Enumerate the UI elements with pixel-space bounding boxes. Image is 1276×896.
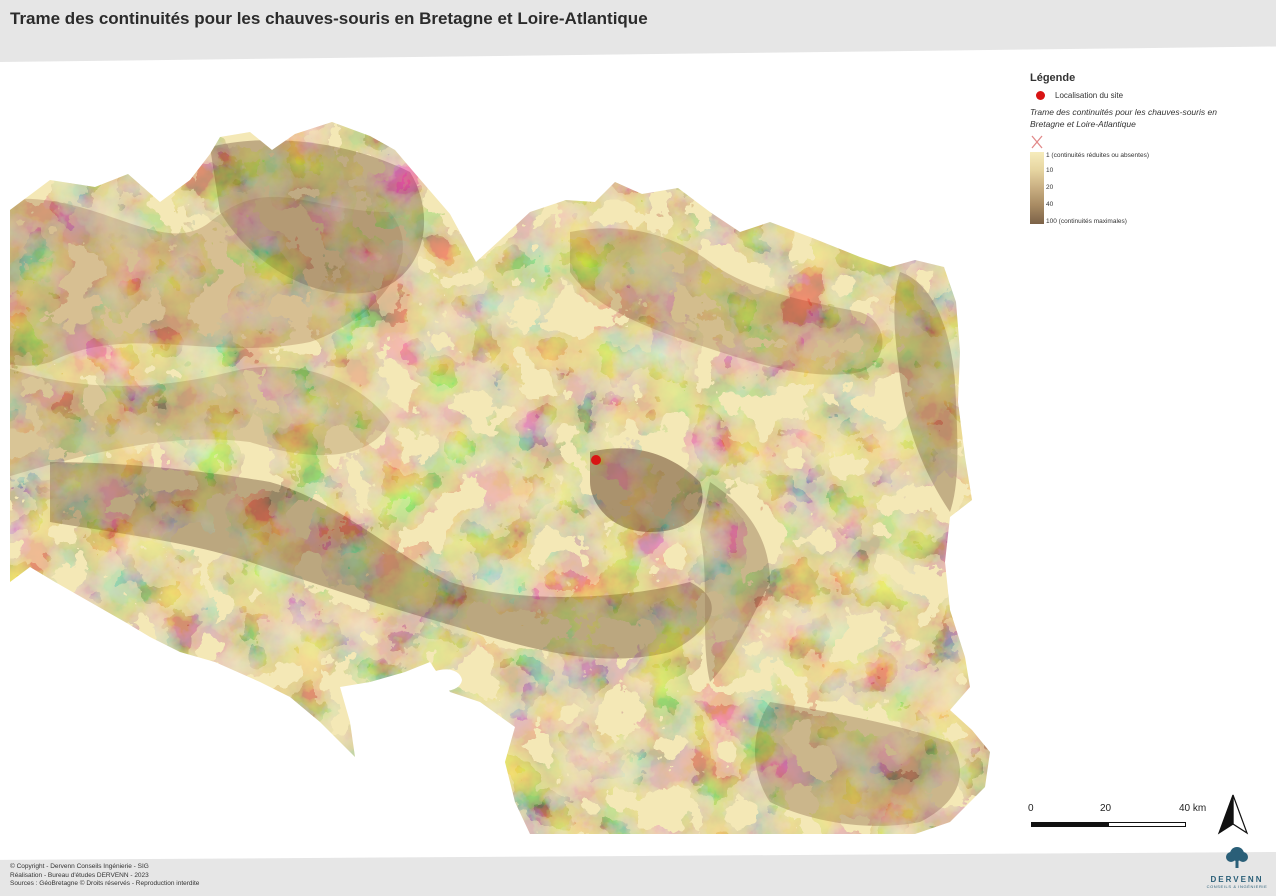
scale-tick-0: 0 [1028,803,1034,814]
scale-bar-graphic [1031,822,1186,827]
site-marker[interactable] [591,455,601,465]
logo-subtitle: CONSEILS & INGÉNIERIE [1206,884,1268,889]
footer-sources: Sources : GéoBretagne © Droits réservés … [10,880,200,887]
scale-tick-40: 40 km [1179,803,1207,814]
map-canvas[interactable] [10,62,1020,842]
north-arrow-icon [1217,794,1249,835]
footer-bar [0,852,1276,896]
footer-copyright: © Copyright - Dervenn Conseils Ingénieri… [10,863,149,870]
ramp-label-1: 1 (continuités réduites ou absentes) [1046,152,1149,159]
legend-title: Légende [1030,72,1076,84]
legend-site-entry: Localisation du site [1030,91,1260,100]
logo-name: DERVENN [1210,875,1264,884]
red-dot-icon [1036,91,1045,100]
ramp-label-20: 20 [1046,184,1054,191]
tree-icon [1226,847,1248,868]
map-title: Trame des continuités pour les chauves-s… [10,9,648,28]
scale-segment-dark [1032,823,1109,826]
footer-realisation: Réalisation - Bureau d'études DERVENN - … [10,871,149,879]
color-ramp [1030,152,1044,224]
cross-icon [1031,135,1043,149]
raster-layer [10,122,990,834]
scale-bar: 0 20 40 km [1026,800,1276,840]
ramp-label-10: 10 [1046,167,1054,174]
estuary-water [425,669,462,692]
legend-site-label: Localisation du site [1055,91,1124,100]
legend: Légende Localisation du site Trame des c… [1030,72,1260,228]
ramp-label-40: 40 [1046,201,1054,208]
legend-ramp: 1 (continuités réduites ou absentes) 10 … [1030,152,1260,228]
ramp-label-100: 100 (continuités maximales) [1046,218,1127,225]
footer-credits: © Copyright - Dervenn Conseils Ingénieri… [10,863,199,889]
legend-layer-name: Trame des continuités pour les chauves-s… [1030,107,1217,129]
dervenn-logo: DERVENN CONSEILS & INGÉNIERIE [1198,846,1276,889]
scale-tick-20: 20 [1100,803,1112,814]
